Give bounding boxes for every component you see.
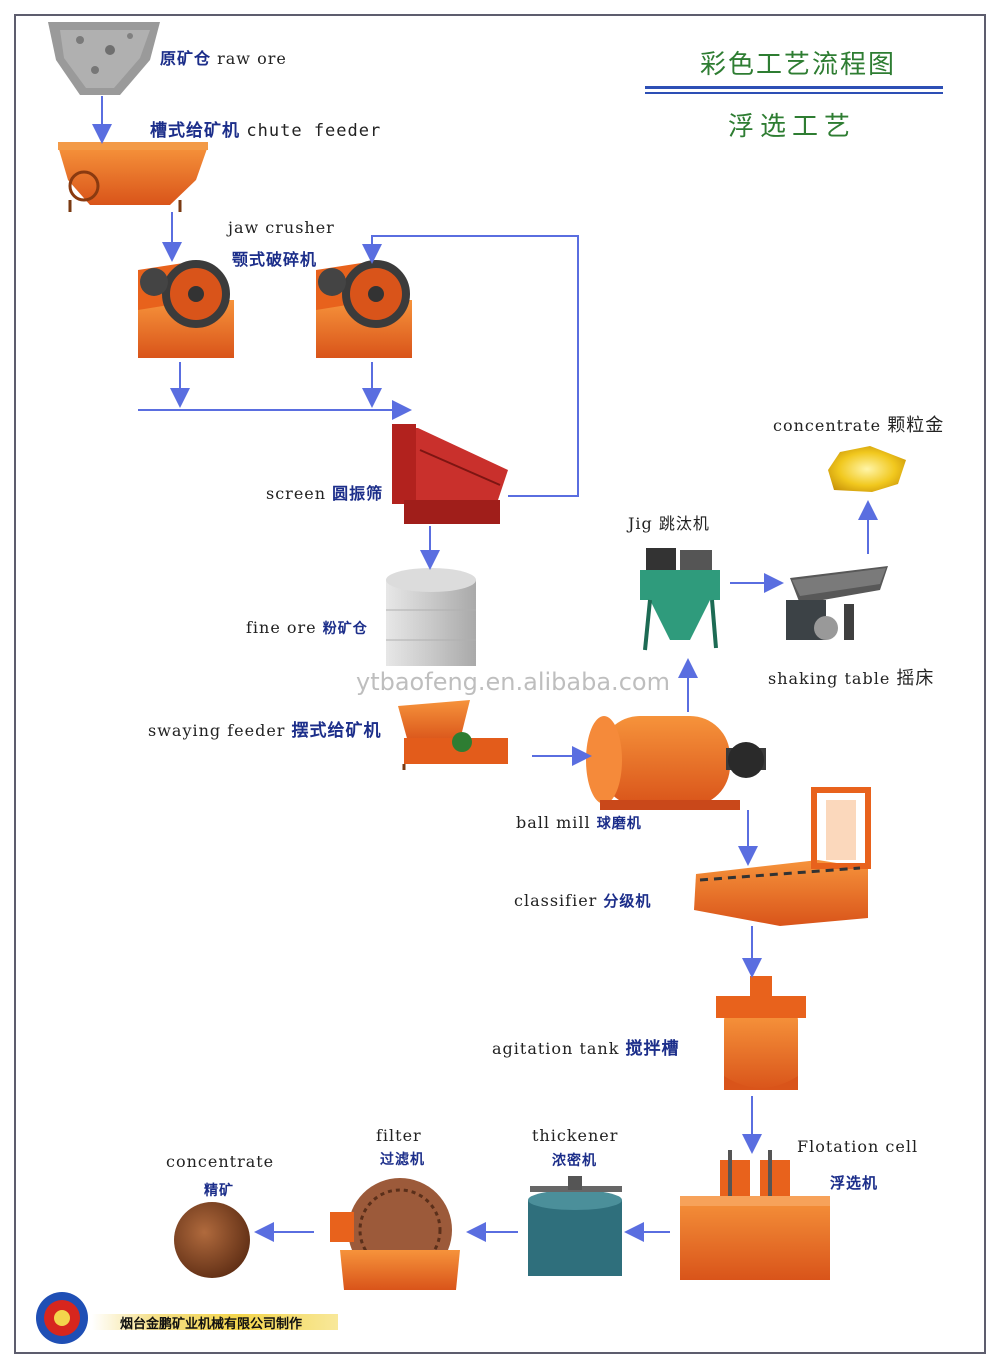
fine-ore-label: fine ore 粉矿仓 <box>246 618 368 637</box>
spiral-classifier-machine <box>694 787 871 926</box>
diagram-subtitle: 浮选工艺 <box>728 112 857 142</box>
concentrate-gold-label: concentrate 颗粒金 <box>773 415 945 436</box>
company-logo <box>36 1292 88 1344</box>
raw-ore-label: 原矿仓 raw ore <box>160 49 287 68</box>
flotation-cell-machine <box>680 1150 830 1280</box>
jaw-crusher-en-label: jaw crusher <box>228 218 335 237</box>
ball-mill-label: ball mill 球磨机 <box>516 813 642 832</box>
concentrate-en-label: concentrate <box>166 1152 275 1171</box>
title-rule-2 <box>645 92 943 94</box>
raw-ore-bin <box>48 22 160 95</box>
ball-mill-machine <box>586 716 766 810</box>
diagram-title: 彩色工艺流程图 <box>700 50 897 80</box>
thickener-cn-label: 浓密机 <box>552 1153 597 1169</box>
jig-machine <box>640 548 720 651</box>
concentrate-cn-label: 精矿 <box>204 1183 234 1199</box>
fine-ore-silo <box>386 568 476 666</box>
jaw-crusher-machine-1 <box>138 260 234 358</box>
shaking-table-label: shaking table 摇床 <box>768 668 935 689</box>
concentrate-pile <box>174 1202 250 1278</box>
gold-concentrate-nugget <box>828 446 906 492</box>
chute-feeder-label: 槽式给矿机 chute feeder <box>150 121 382 141</box>
jaw-crusher-machine-2 <box>316 260 412 358</box>
diagram-frame <box>14 14 986 1354</box>
flotation-cell-en-label: Flotation cell <box>797 1137 919 1156</box>
thickener-en-label: thickener <box>532 1126 619 1145</box>
swaying-feeder-label: swaying feeder 摆式给矿机 <box>148 721 382 741</box>
flow-arrows <box>92 96 878 1242</box>
vibrating-screen-machine <box>392 424 508 524</box>
filter-cn-label: 过滤机 <box>380 1152 425 1168</box>
jaw-crusher-cn-label: 颚式破碎机 <box>232 250 318 269</box>
screen-label: screen 圆振筛 <box>266 484 384 503</box>
vacuum-filter-machine <box>330 1178 460 1290</box>
chute-feeder-machine <box>58 142 208 212</box>
footer-bar <box>92 1314 338 1330</box>
flotation-cell-cn-label: 浮选机 <box>830 1174 879 1192</box>
agitation-tank-machine <box>716 976 806 1090</box>
thickener-machine <box>528 1176 622 1276</box>
title-rule <box>645 86 943 89</box>
agitation-tank-label: agitation tank 搅拌槽 <box>492 1039 680 1059</box>
shaking-table-machine <box>786 566 888 640</box>
swaying-feeder-machine <box>398 700 508 770</box>
watermark: ytbaofeng.en.alibaba.com <box>356 668 670 696</box>
jig-label: Jig 跳汰机 <box>628 514 710 533</box>
classifier-label: classifier 分级机 <box>514 891 652 910</box>
footer-company-text: 烟台金鹏矿业机械有限公司制作 <box>120 1317 303 1332</box>
filter-en-label: filter <box>376 1126 422 1145</box>
